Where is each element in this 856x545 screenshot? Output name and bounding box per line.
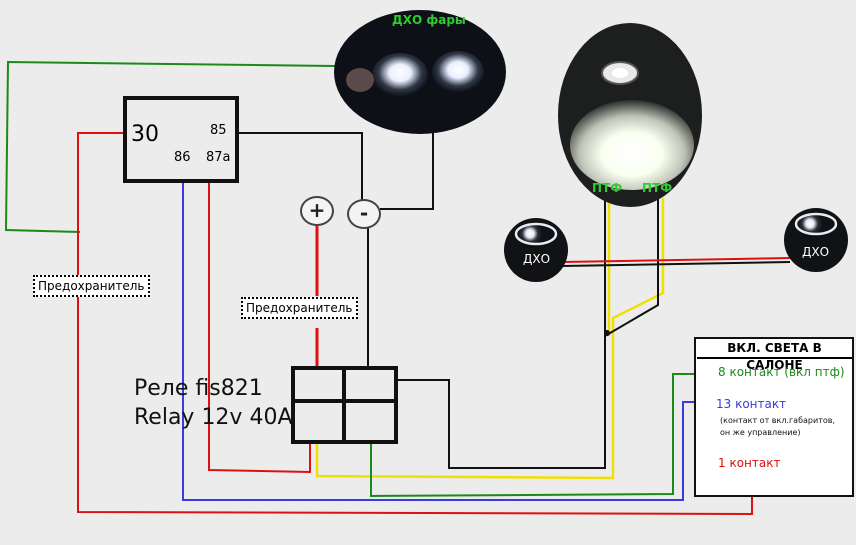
pin-87a-label: 87a [206, 150, 231, 165]
headlight-photo-label: ДХО фары [392, 13, 466, 27]
fuse-left-label: Предохранитель [33, 275, 150, 297]
fog-relay-box [291, 366, 398, 444]
blue-wire-pin86 [182, 180, 712, 501]
drl-wire-red [561, 257, 791, 263]
black-wire-headlight [380, 118, 434, 210]
contact-13-note-2: он же управление) [720, 428, 801, 437]
black-wire-relay-fog [396, 198, 659, 469]
green-wire-relay-cabin [370, 373, 712, 498]
drl-left-lamp [504, 218, 568, 282]
fog-lamp-photo [558, 23, 702, 207]
drl-right-lamp [784, 208, 848, 272]
red-wire-pin30 [77, 132, 753, 516]
contact-8-label: 8 контакт (вкл птф) [718, 365, 845, 379]
drl-left-label: ДХО [523, 252, 551, 266]
contact-13-note-1: (контакт от вкл.габаритов, [720, 416, 836, 425]
fuse-middle-label: Предохранитель [241, 297, 358, 319]
headlight-photo [334, 10, 506, 134]
relay-model-line2: Relay 12v 40A [134, 405, 293, 430]
main-relay-box [123, 96, 239, 183]
fog-label-right: ПТФ [642, 181, 673, 195]
black-wire-pin85 [235, 132, 363, 200]
contact-13-label: 13 контакт [716, 397, 787, 411]
drl-wire-black [561, 261, 791, 267]
drl-right-label: ДХО [802, 245, 830, 259]
plus-terminal: + [300, 196, 334, 226]
pin-85-label: 85 [210, 123, 227, 138]
contact-1-label: 1 контакт [718, 456, 781, 470]
cabin-switch-title: ВКЛ. СВЕТА В САЛОНЕ [697, 340, 852, 372]
green-wire-headlight [4, 60, 336, 233]
cabin-switch-box [694, 337, 854, 497]
fog-label-left: ПТФ [592, 181, 623, 195]
relay-model-line1: Реле fis821 [134, 376, 263, 401]
minus-terminal: - [347, 199, 381, 229]
junction-dot [604, 330, 610, 336]
pin-86-label: 86 [174, 150, 191, 165]
yellow-wire-relay-fog [315, 198, 665, 480]
pin-30-label: 30 [131, 122, 159, 147]
